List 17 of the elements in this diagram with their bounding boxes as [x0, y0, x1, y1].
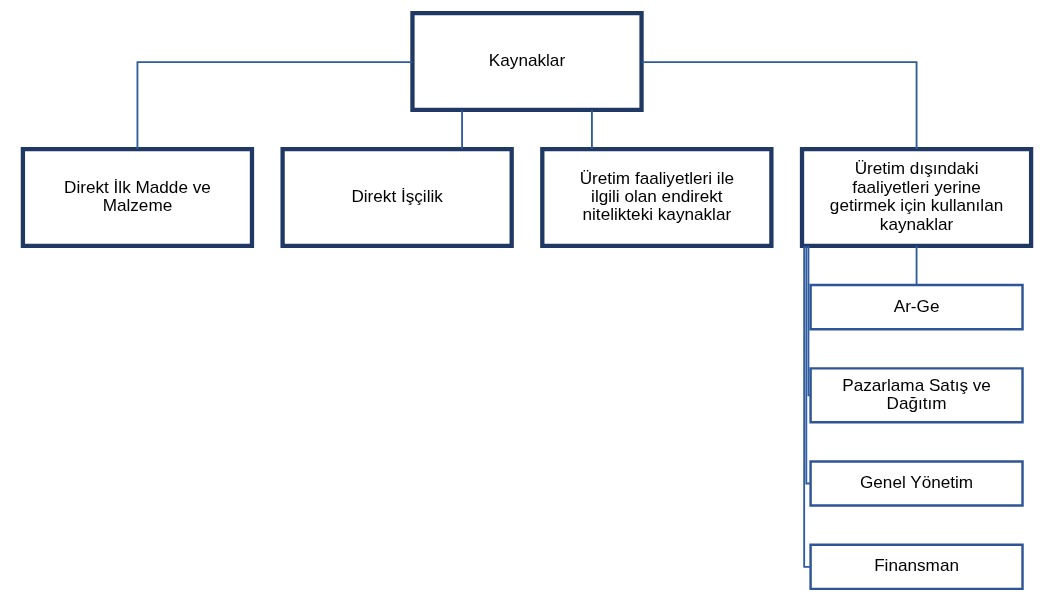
node-box: Üretim faaliyetleri ile ilgili olan endirekt nitelikteki kaynaklar	[539, 146, 774, 248]
connector	[590, 109, 593, 150]
connector	[460, 109, 463, 150]
node-box: Pazarlama Satış ve Dağıtım	[808, 367, 1024, 424]
connector	[804, 245, 811, 485]
node-box: Üretim dışındaki faaliyetleri yerine getirmek için kullanılan kaynaklar	[799, 146, 1033, 248]
node-box: Kaynaklar	[409, 10, 644, 113]
node-box: Finansman	[808, 543, 1024, 591]
connector	[640, 61, 917, 150]
connector	[802, 245, 811, 568]
connector	[807, 244, 811, 397]
connector	[915, 245, 917, 286]
connector	[136, 61, 413, 150]
node-box: Direkt İşçilik	[279, 146, 514, 248]
node-box: Ar-Ge	[808, 283, 1024, 331]
node-box: Genel Yönetim	[808, 460, 1024, 507]
node-box: Direkt İlk Madde ve Malzeme	[20, 146, 254, 248]
